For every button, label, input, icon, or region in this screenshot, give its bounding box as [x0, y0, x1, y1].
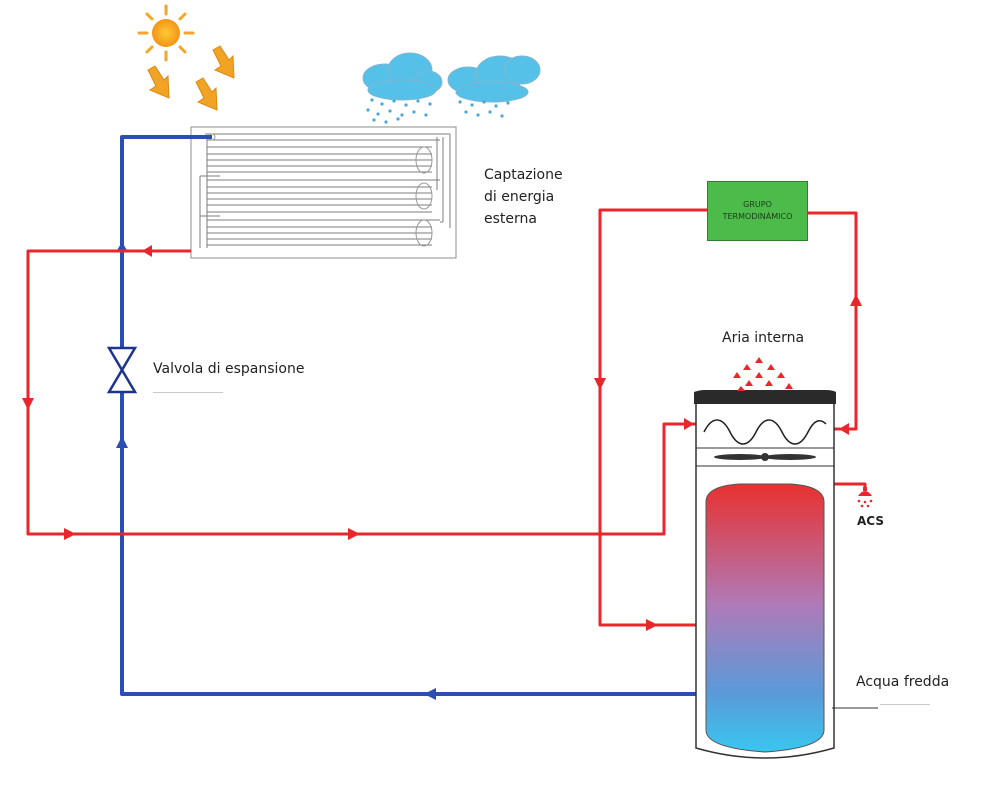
sun-ray-arrow-icon — [147, 45, 235, 111]
solar-collector-panel — [190, 126, 457, 259]
unit-label-line: TERMODINÁMICO — [722, 212, 793, 221]
flow-arrow-icon — [22, 245, 862, 631]
divider — [880, 704, 930, 705]
flow-arrow-icon — [116, 242, 436, 700]
collector-label-line: di energia — [484, 189, 555, 205]
cold-water-label: Acqua fredda — [856, 674, 950, 690]
thermodynamic-unit-box: GRUPO TERMODINÁMICO — [707, 181, 808, 241]
valve-label: Valvola di espansione — [153, 361, 305, 377]
indoor-air-icon — [733, 357, 793, 391]
shower-icon — [857, 487, 873, 508]
collector-label-line: esterna — [484, 211, 537, 227]
cold-refrigerant-line — [120, 135, 700, 696]
collector-label: Captazione di energia esterna — [484, 164, 563, 230]
tank-coil — [700, 626, 832, 693]
dhw-label: ACS — [857, 514, 884, 528]
indoor-air-label: Aria interna — [722, 330, 805, 346]
collector-label-line: Captazione — [484, 167, 563, 183]
rain-cloud-icon — [362, 52, 541, 124]
unit-label-line: GRUPO — [743, 200, 772, 209]
water-tank — [694, 390, 836, 759]
sun-icon — [137, 4, 195, 62]
divider — [153, 392, 223, 393]
expansion-valve-icon — [106, 346, 138, 394]
fan-icon — [714, 453, 816, 461]
heat-exchanger-coil — [703, 419, 827, 445]
